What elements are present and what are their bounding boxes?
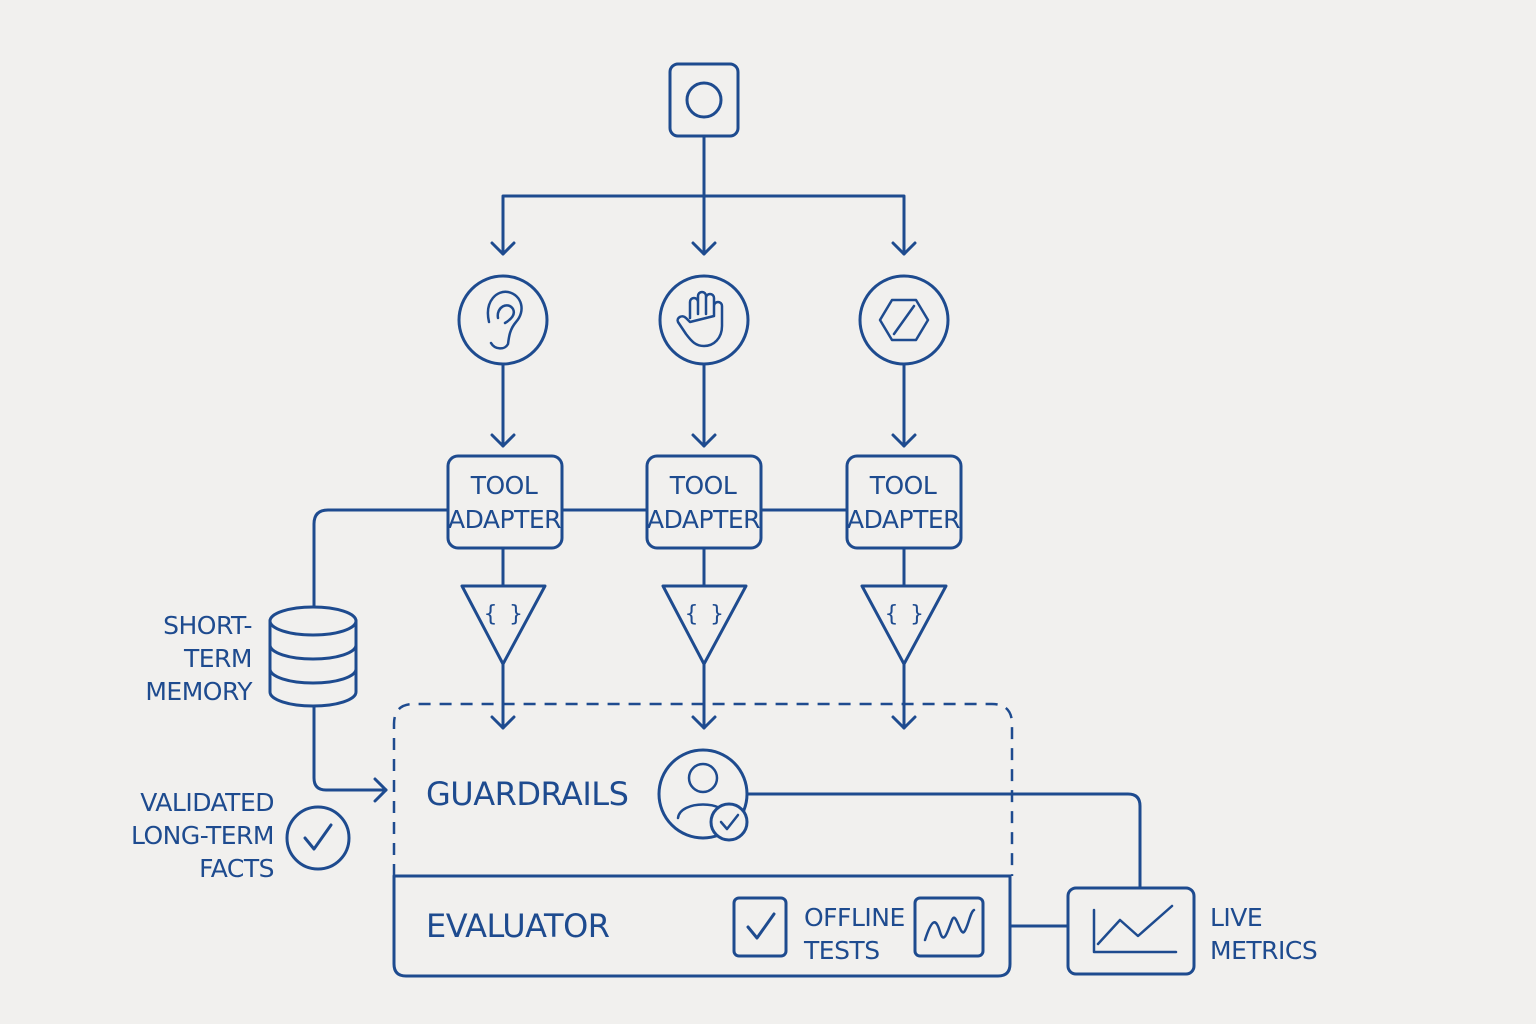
tool-adapter-3-line2: ADAPTER xyxy=(847,505,961,534)
memory-to-guardrails-arrow xyxy=(312,704,388,803)
tool-adapter-1-line2: ADAPTER xyxy=(448,505,562,534)
tool-adapter-1-line1: TOOL xyxy=(470,471,538,500)
guardrails-label: GUARDRAILS xyxy=(426,775,629,813)
tool-adapter-label-2: TOOL ADAPTER xyxy=(647,469,761,537)
hand-icon xyxy=(658,274,750,366)
tool-adapter-box-1 xyxy=(446,454,564,550)
waveform-icon xyxy=(913,896,985,958)
source-node xyxy=(668,62,740,138)
guardrails-boundary xyxy=(392,702,1014,876)
offline-tests-line2: TESTS xyxy=(804,936,880,965)
offline-tests-line1: OFFLINE xyxy=(804,903,905,932)
schema-brace-2: { } xyxy=(684,602,724,627)
checkbox-icon xyxy=(732,896,788,958)
sense-to-adapter-arrows xyxy=(490,362,917,448)
tool-adapter-2-line2: ADAPTER xyxy=(647,505,761,534)
short-term-memory-label: SHORT- TERM MEMORY xyxy=(145,609,252,708)
tool-adapter-label-1: TOOL ADAPTER xyxy=(448,469,562,537)
memory-line2: TERM xyxy=(183,644,253,673)
tool-adapter-3-line1: TOOL xyxy=(869,471,937,500)
evaluator-box xyxy=(392,874,1012,978)
long-term-facts-label: VALIDATED LONG-TERM FACTS xyxy=(130,786,275,885)
tool-adapter-2-line1: TOOL xyxy=(669,471,737,500)
facts-line1: VALIDATED xyxy=(140,788,274,817)
verified-user-icon xyxy=(657,748,749,842)
live-metrics-line2: METRICS xyxy=(1210,936,1318,965)
schema-brace-3: { } xyxy=(884,602,924,627)
guardrails-to-metrics-line xyxy=(745,792,1142,890)
blocked-hexagon-icon xyxy=(858,274,950,366)
fanout-connectors xyxy=(490,134,917,256)
live-metrics-line1: LIVE xyxy=(1210,903,1263,932)
memory-line3: MEMORY xyxy=(145,677,252,706)
schema-funnels xyxy=(460,546,948,730)
live-metrics-label: LIVE METRICS xyxy=(1210,901,1318,967)
ear-icon xyxy=(457,274,549,366)
evaluator-label: EVALUATOR xyxy=(426,907,610,945)
facts-line2: LONG-TERM xyxy=(130,821,275,850)
check-circle-icon xyxy=(285,805,351,871)
facts-line3: FACTS xyxy=(199,854,274,883)
schema-brace-1: { } xyxy=(483,602,523,627)
tool-adapter-label-3: TOOL ADAPTER xyxy=(847,469,961,537)
database-icon xyxy=(268,605,358,708)
adapter-bus xyxy=(312,508,848,608)
memory-line1: SHORT- xyxy=(163,611,252,640)
line-chart-icon xyxy=(1066,886,1196,976)
offline-tests-label: OFFLINE TESTS xyxy=(804,901,905,967)
